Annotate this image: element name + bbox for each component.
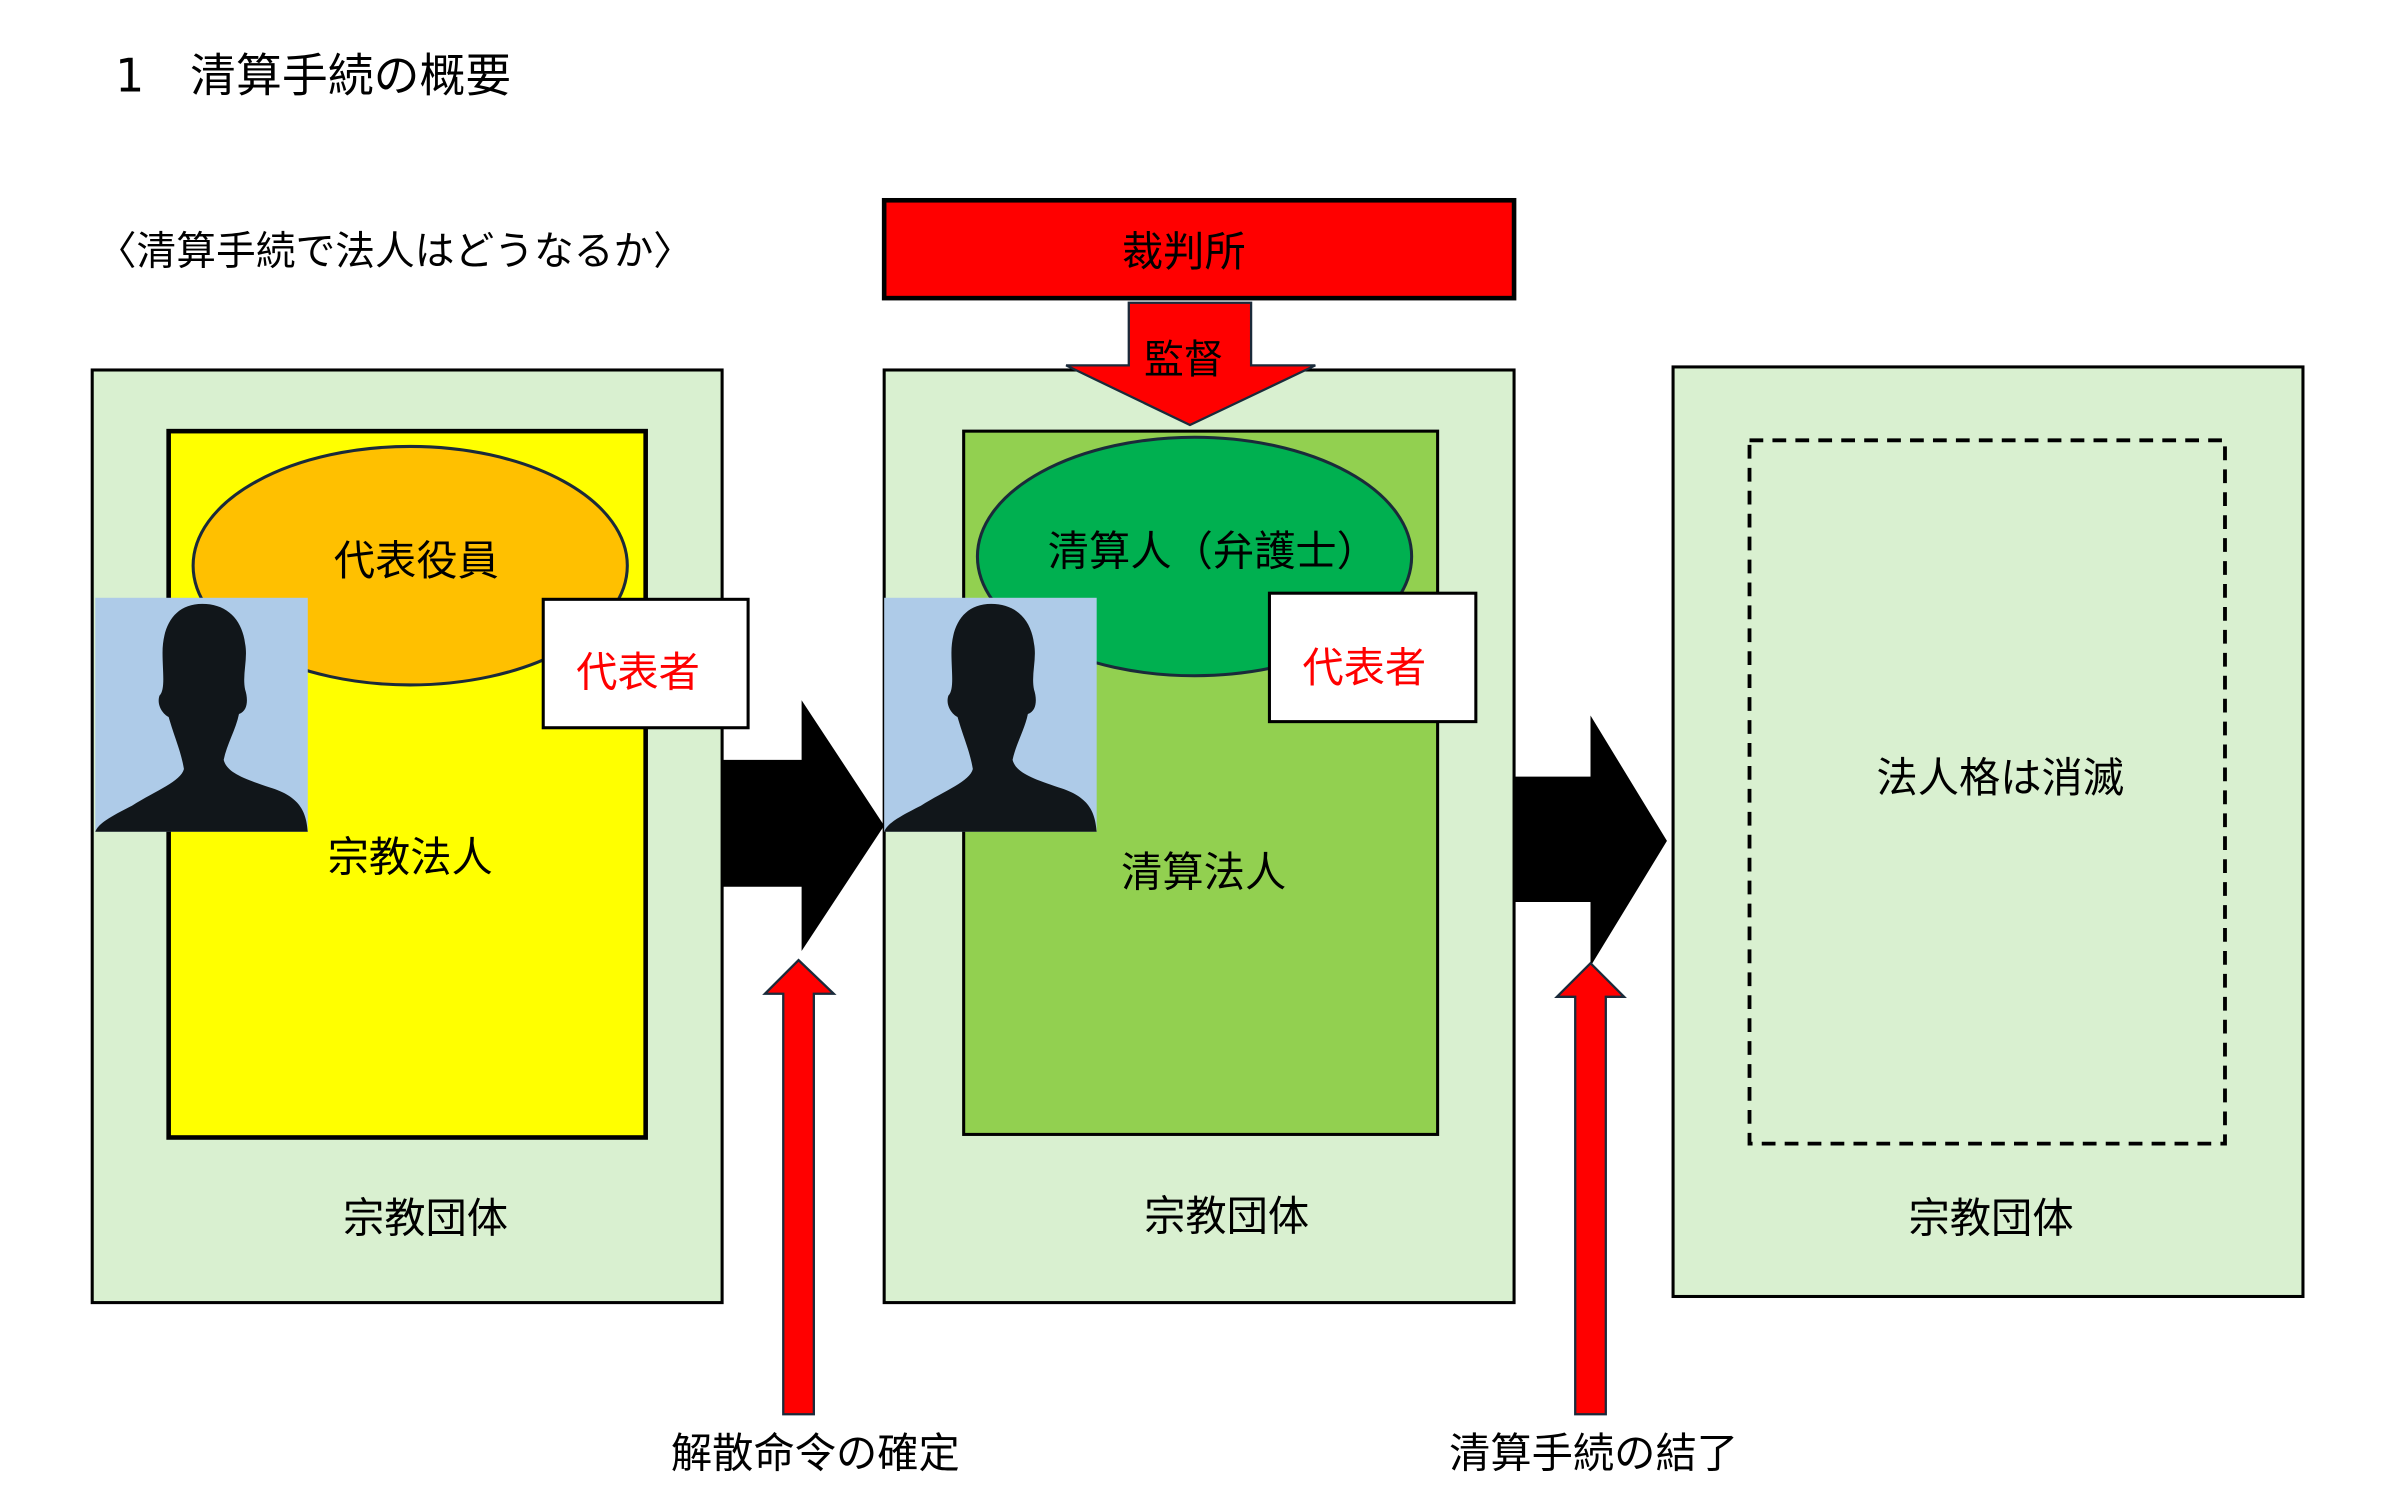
inner-label: 法人格は消滅 xyxy=(1876,754,2124,802)
representative-label: 代表者 xyxy=(1302,644,1426,692)
court-box: 裁判所 xyxy=(881,197,1517,301)
outer-label: 宗教団体 xyxy=(1144,1193,1309,1241)
stage-1: 代表役員 代表者 宗教法人 宗教団体 xyxy=(90,368,750,1305)
supervision-arrow: 監督 xyxy=(1065,301,1316,427)
event-arrow-icon xyxy=(1554,961,1627,1416)
outer-label: 宗教団体 xyxy=(1909,1194,2074,1242)
inner-label: 宗教法人 xyxy=(328,833,493,881)
transition-arrow-icon xyxy=(722,700,885,951)
ellipse-label: 清算人（弁護士） xyxy=(1048,528,1378,576)
event-label: 解散命令の確定 xyxy=(671,1430,960,1478)
outer-label: 宗教団体 xyxy=(343,1194,508,1242)
stage-3: 法人格は消滅 宗教団体 xyxy=(1671,365,2305,1299)
ellipse-label: 代表役員 xyxy=(334,537,499,585)
representative-box xyxy=(541,597,750,730)
transition-arrow-icon xyxy=(1514,715,1667,967)
representative-box xyxy=(1267,591,1478,724)
person-silhouette-icon xyxy=(884,597,1097,832)
subtitle: 〈清算手続で法人はどうなるか〉 xyxy=(97,228,693,274)
event-arrow-icon xyxy=(762,958,837,1416)
person-silhouette-icon xyxy=(95,597,308,832)
representative-label: 代表者 xyxy=(576,648,700,696)
page-title: 1 清算手続の概要 xyxy=(115,49,511,103)
event-label: 清算手続の結了 xyxy=(1449,1430,1738,1478)
dissolved-entity-outline xyxy=(1747,438,2227,1146)
court-label: 裁判所 xyxy=(1122,228,1246,276)
supervision-label: 監督 xyxy=(1144,337,1224,383)
inner-label: 清算法人 xyxy=(1121,849,1286,897)
stage-2: 清算人（弁護士） 代表者 清算法人 宗教団体 xyxy=(882,368,1516,1305)
